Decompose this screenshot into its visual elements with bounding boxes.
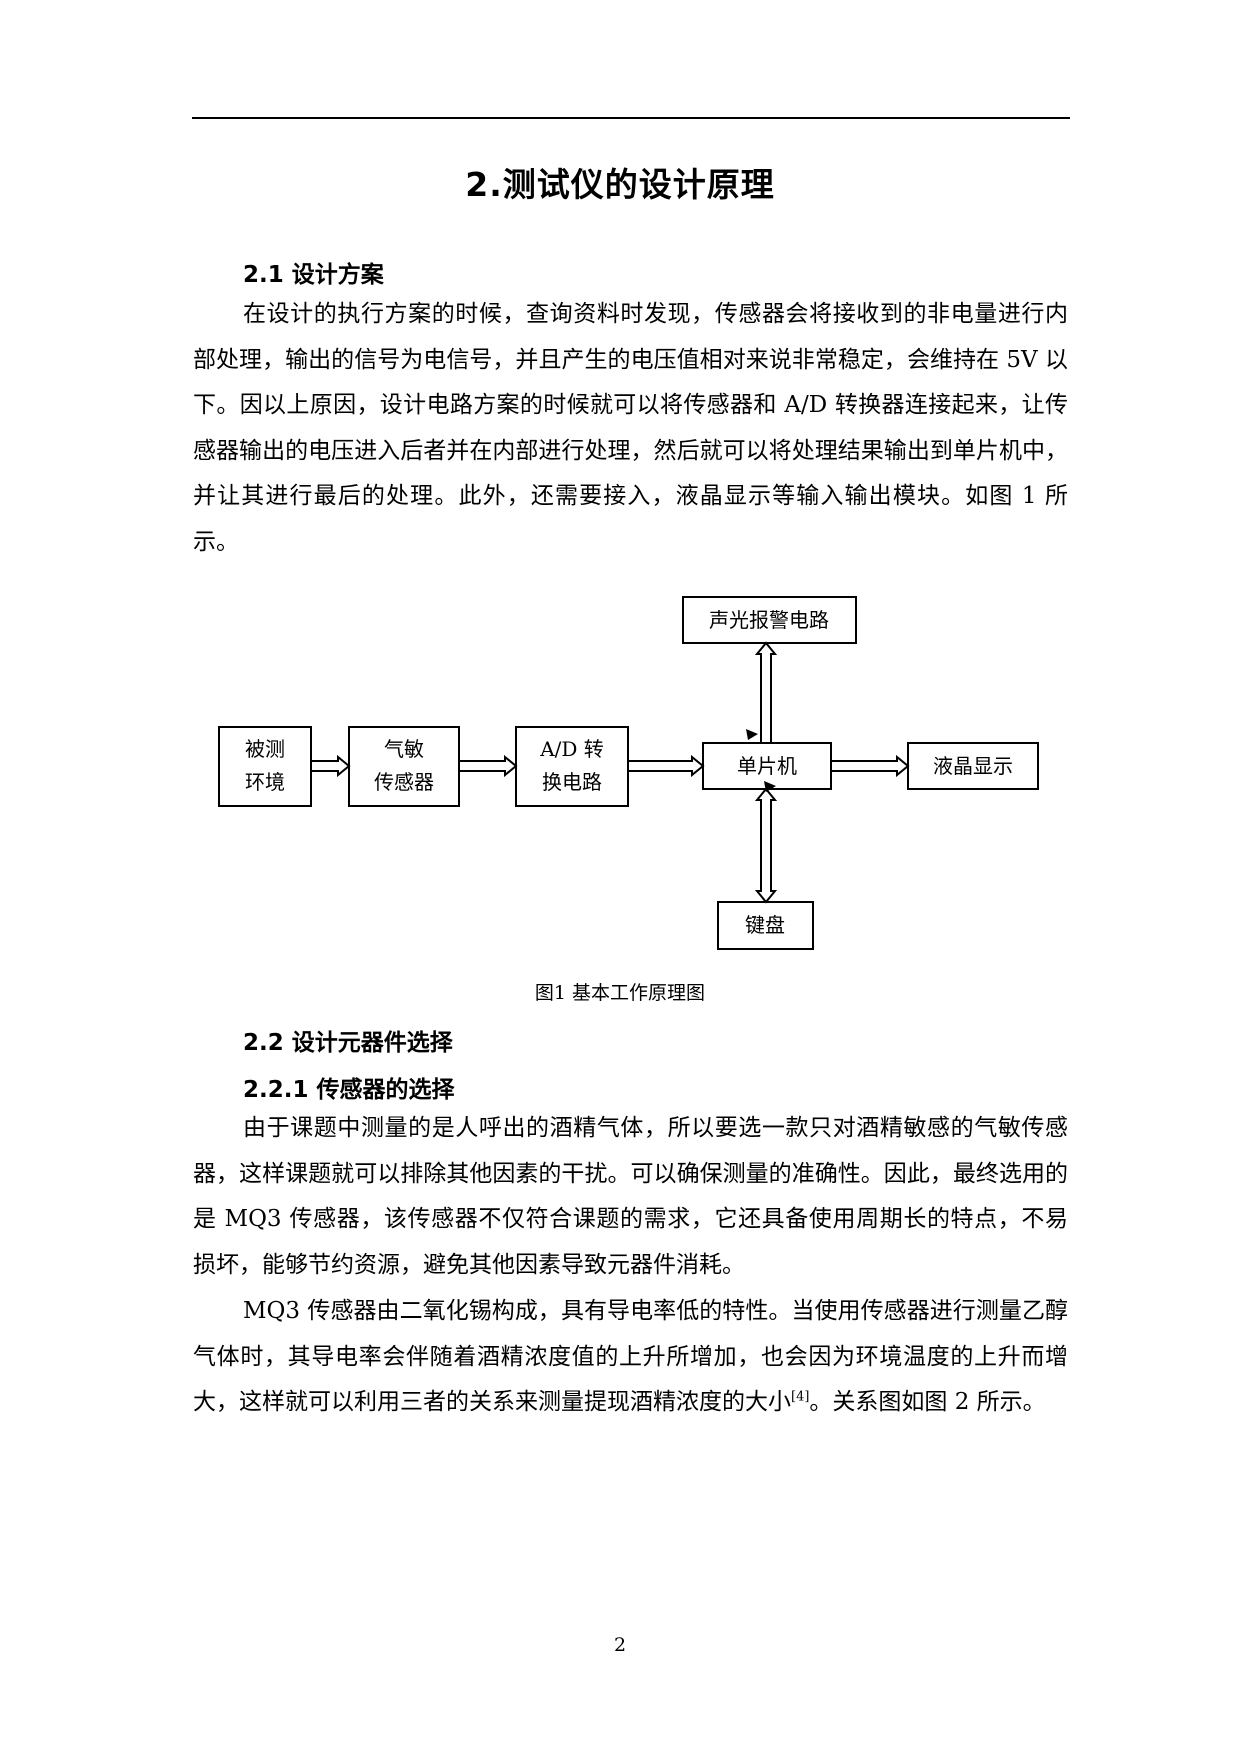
- box-lcd-label: 液晶显示: [933, 754, 1013, 778]
- box-ad-converter-line2: 换电路: [542, 770, 602, 794]
- arrow-env-to-sensor: [310, 754, 351, 778]
- section-heading-2-2: 2.2 设计元器件选择: [243, 1030, 453, 1056]
- arrow-ad-to-mcu: [627, 754, 705, 778]
- box-keyboard-label: 键盘: [745, 913, 785, 937]
- page-number: 2: [613, 1634, 627, 1656]
- arrow-sensor-to-ad: [458, 754, 518, 778]
- box-environment-line2: 环境: [245, 770, 285, 794]
- arrow-mcu-keyboard: [754, 787, 778, 904]
- box-alarm: [682, 596, 857, 644]
- citation-ref: [4]: [791, 1389, 810, 1405]
- box-mcu-label: 单片机: [737, 754, 797, 778]
- arrow-mcu-to-alarm: [754, 641, 778, 744]
- arrow-marker-top: [746, 729, 758, 740]
- paragraph-mq3-tail: 。关系图如图 2 所示。: [809, 1389, 1046, 1416]
- arrow-mcu-to-lcd: [830, 754, 910, 778]
- box-gas-sensor-line1: 气敏: [384, 737, 424, 761]
- paragraph-mq3-description: MQ3 传感器由二氧化锡构成，具有导电率低的特性。当使用传感器进行测量乙醇气体时…: [193, 1289, 1068, 1426]
- paragraph-mq3-text: MQ3 传感器由二氧化锡构成，具有导电率低的特性。当使用传感器进行测量乙醇气体时…: [193, 1298, 1068, 1416]
- chapter-title: 2.测试仪的设计原理: [465, 165, 775, 204]
- header-rule: [192, 117, 1070, 119]
- paragraph-design-plan: 在设计的执行方案的时候，查询资料时发现，传感器会将接收到的非电量进行内部处理，输…: [193, 301, 1068, 555]
- box-alarm-label: 声光报警电路: [709, 608, 829, 632]
- box-gas-sensor-line2: 传感器: [374, 770, 434, 794]
- arrow-marker-bottom: [764, 781, 776, 792]
- box-environment-line1: 被测: [245, 737, 285, 761]
- section-heading-2-1: 2.1 设计方案: [243, 262, 384, 288]
- section-heading-2-2-1: 2.2.1 传感器的选择: [243, 1077, 455, 1103]
- box-ad-converter-line1: A/D 转: [539, 737, 604, 761]
- figure-1-caption: 图1 基本工作原理图: [534, 982, 706, 1004]
- paragraph-sensor-selection: 由于课题中测量的是人呼出的酒精气体，所以要选一款只对酒精敏感的气敏传感器，这样课…: [193, 1115, 1068, 1278]
